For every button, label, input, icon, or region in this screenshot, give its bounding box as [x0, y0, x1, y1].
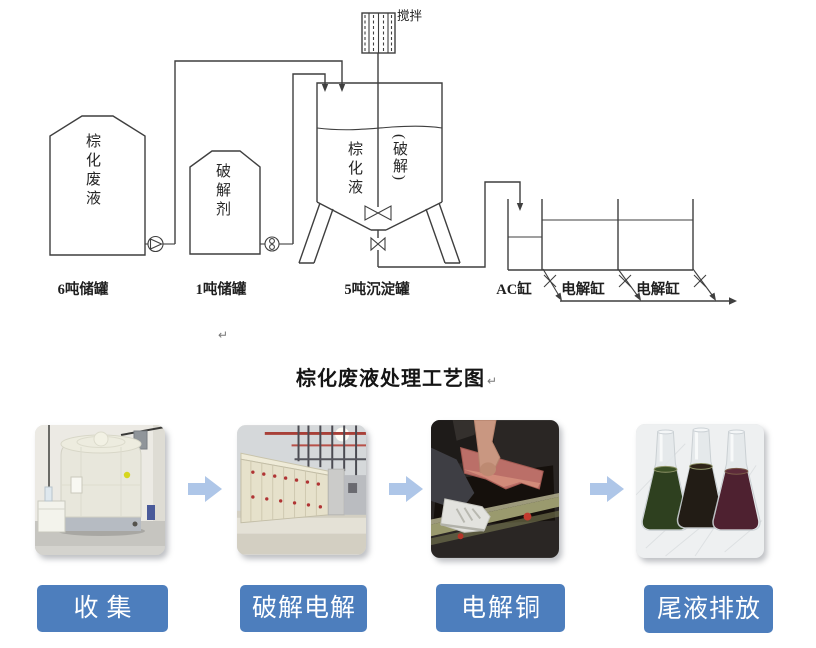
flasks-photo-illustration [636, 424, 764, 558]
tank3-caption: 5吨沉淀罐 [344, 280, 410, 298]
photo-collection-tank [35, 425, 165, 555]
tank2-body-label: 破解剂 [214, 163, 230, 220]
storage-tank-6t-shape [49, 115, 146, 256]
tank3-body-label-right: (破解) [391, 134, 407, 182]
copper-sheet-photo-illustration [431, 420, 559, 558]
electrolysis-cells-shape [507, 199, 694, 271]
step-label-electrolytic-copper: 电解铜 [436, 584, 565, 632]
outlet-line [560, 297, 737, 305]
pump-icon [260, 236, 293, 252]
right-block-arrow-icon [590, 476, 624, 507]
pipe-tank1-to-mixer [174, 60, 346, 244]
step-label-collection: 收集 [37, 585, 168, 632]
electrolysis-line-photo-illustration [237, 425, 366, 555]
step-label-breaking-electrolysis: 破解电解 [240, 585, 367, 632]
stirrer-label: 搅拌 [397, 8, 423, 23]
drain-valve-icon [692, 268, 716, 301]
tank2-caption: 1吨储罐 [196, 280, 247, 298]
photo-electrolysis-line [237, 425, 366, 555]
right-block-arrow-icon [389, 476, 423, 507]
pipe-mixer-to-ac [378, 181, 524, 268]
paragraph-mark: ↵ [486, 374, 499, 388]
figure-title: 棕化废液处理工艺图 [295, 368, 485, 390]
photo-copper-removal [431, 420, 559, 558]
sedimentation-tank-shape [298, 82, 461, 264]
right-block-arrow-icon [188, 476, 222, 507]
pump-icon [145, 235, 175, 253]
paragraph-mark: ↵ [218, 328, 229, 342]
valve-icon [370, 230, 386, 267]
storage-tank-1t-shape [189, 150, 261, 255]
drain-valve-icon [617, 268, 641, 301]
pipe-tank2-to-mixer [292, 73, 329, 244]
figure-title-row: 棕化废液处理工艺图↵ [292, 362, 502, 391]
stirrer-motor-icon [361, 12, 396, 221]
drain-valve-icon [542, 268, 562, 301]
electro-cell-caption: 电解缸 [636, 280, 680, 298]
tank1-body-label: 棕化废液 [84, 133, 100, 209]
tank1-caption: 6吨储罐 [58, 280, 109, 298]
ac-cell-caption: AC缸 [496, 280, 532, 298]
electro-cell-caption: 电解缸 [561, 280, 605, 298]
step-label-tail-liquid-discharge: 尾液排放 [644, 585, 773, 633]
storage-tank-photo-illustration [35, 425, 165, 555]
photo-waste-liquid-flasks [636, 424, 764, 558]
tank3-body-label-left: 棕化液 [346, 141, 362, 198]
process-flow-diagram: 搅拌 [49, 8, 737, 305]
